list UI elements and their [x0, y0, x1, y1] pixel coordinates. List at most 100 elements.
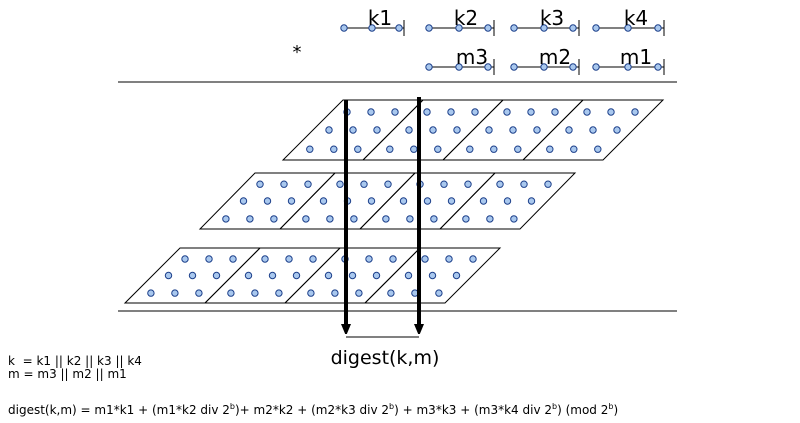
bit-dot	[440, 180, 448, 188]
bit-dot	[510, 215, 518, 223]
bit-dot	[428, 271, 437, 280]
bit-dot	[164, 271, 173, 280]
bit-dot	[326, 215, 334, 223]
bit-dot	[570, 145, 578, 153]
formula-exponent: b	[552, 402, 558, 411]
bit-dot	[309, 255, 317, 263]
bit-dot	[319, 197, 328, 205]
key-segment-k2: k2	[425, 6, 495, 36]
bit-dot	[348, 271, 357, 280]
bit-dot	[171, 289, 179, 297]
bit-dot	[496, 180, 504, 188]
message-words: m3 m2 m1	[425, 45, 665, 75]
bit-dot	[490, 145, 498, 153]
bit-dot	[520, 180, 528, 188]
bit-dot	[589, 126, 597, 134]
bit-dot	[503, 108, 511, 116]
bit-dot	[212, 271, 221, 280]
formula-part: )+ m2*k2 + (m2*k3 div 2	[234, 403, 390, 417]
bit-dot	[287, 197, 296, 205]
bit-dot	[382, 215, 390, 223]
key-definition: k = k1 || k2 || k3 || k4	[8, 354, 142, 368]
bit-dot	[509, 126, 517, 134]
bit-dot	[479, 197, 488, 205]
bit-dot	[447, 108, 455, 116]
bit-dot	[275, 289, 283, 297]
message-label-m2: m2	[539, 45, 571, 69]
bit-dot	[325, 126, 333, 134]
bit-dot	[445, 255, 453, 263]
bit-dot	[373, 126, 381, 134]
bit-dot	[349, 126, 357, 134]
bit-dot	[336, 180, 344, 188]
bit-dot	[263, 197, 272, 205]
partial-product-tile	[363, 247, 502, 304]
message-label-m1: m1	[620, 45, 652, 69]
bit-dot	[270, 215, 278, 223]
bit-dot	[565, 126, 573, 134]
bit-dot	[331, 289, 339, 297]
message-segment-m3: m3	[425, 45, 495, 75]
bit-dot	[583, 108, 591, 116]
partial-product-tile	[521, 99, 665, 161]
bit-dot	[453, 126, 461, 134]
formula-part: digest(k,m) = m1*k1 + (m1*k2 div 2	[8, 403, 230, 417]
bit-dot	[239, 197, 248, 205]
message-segment-m2: m2	[510, 45, 580, 75]
partial-product-tile	[438, 172, 577, 230]
key-segment-k1: k1	[340, 6, 405, 36]
bit-dot	[246, 215, 254, 223]
bit-dot	[324, 271, 333, 280]
bit-dot	[386, 145, 394, 153]
multiply-symbol: *	[293, 42, 302, 63]
bit-dot	[147, 289, 155, 297]
bit-dot	[256, 180, 264, 188]
bit-dot	[406, 215, 414, 223]
bit-dot	[251, 289, 259, 297]
bit-dot	[181, 255, 189, 263]
bit-dot	[469, 255, 477, 263]
bit-dot	[307, 289, 315, 297]
bit-dot	[365, 255, 373, 263]
bit-dot	[410, 145, 418, 153]
formula-exponent: b	[389, 402, 395, 411]
key-label-k3: k3	[540, 6, 564, 30]
bit-dot	[462, 215, 470, 223]
bit-dot	[452, 271, 461, 280]
bit-dot	[229, 255, 237, 263]
bit-dot	[367, 197, 376, 205]
partial-products	[123, 99, 665, 304]
bit-dot	[404, 271, 413, 280]
bit-dot	[302, 215, 310, 223]
bit-dot	[372, 271, 381, 280]
bit-dot	[514, 145, 522, 153]
bit-dot	[527, 197, 536, 205]
bit-dot	[399, 197, 408, 205]
bit-dot	[354, 145, 362, 153]
key-label-k1: k1	[368, 6, 392, 30]
bit-dot	[280, 180, 288, 188]
bit-dot	[544, 180, 552, 188]
bit-dot	[387, 289, 395, 297]
bit-dot	[285, 255, 293, 263]
message-segment-m1: m1	[592, 45, 665, 75]
bit-dot	[306, 145, 314, 153]
key-segment-k3: k3	[510, 6, 580, 36]
bit-dot	[464, 180, 472, 188]
key-label-k2: k2	[454, 6, 478, 30]
bit-dot	[447, 197, 456, 205]
bit-dot	[330, 145, 338, 153]
bit-dot	[292, 271, 301, 280]
bit-dot	[485, 126, 493, 134]
bit-dot	[527, 108, 535, 116]
bit-dot	[546, 145, 554, 153]
bit-dot	[423, 197, 432, 205]
formula-exponent: b	[229, 402, 235, 411]
bit-dot	[429, 126, 437, 134]
bit-dot	[423, 108, 431, 116]
formula-part: )	[613, 403, 619, 417]
bit-dot	[486, 215, 494, 223]
message-label-m3: m3	[456, 45, 488, 69]
bit-dot	[384, 180, 392, 188]
bit-dot	[551, 108, 559, 116]
